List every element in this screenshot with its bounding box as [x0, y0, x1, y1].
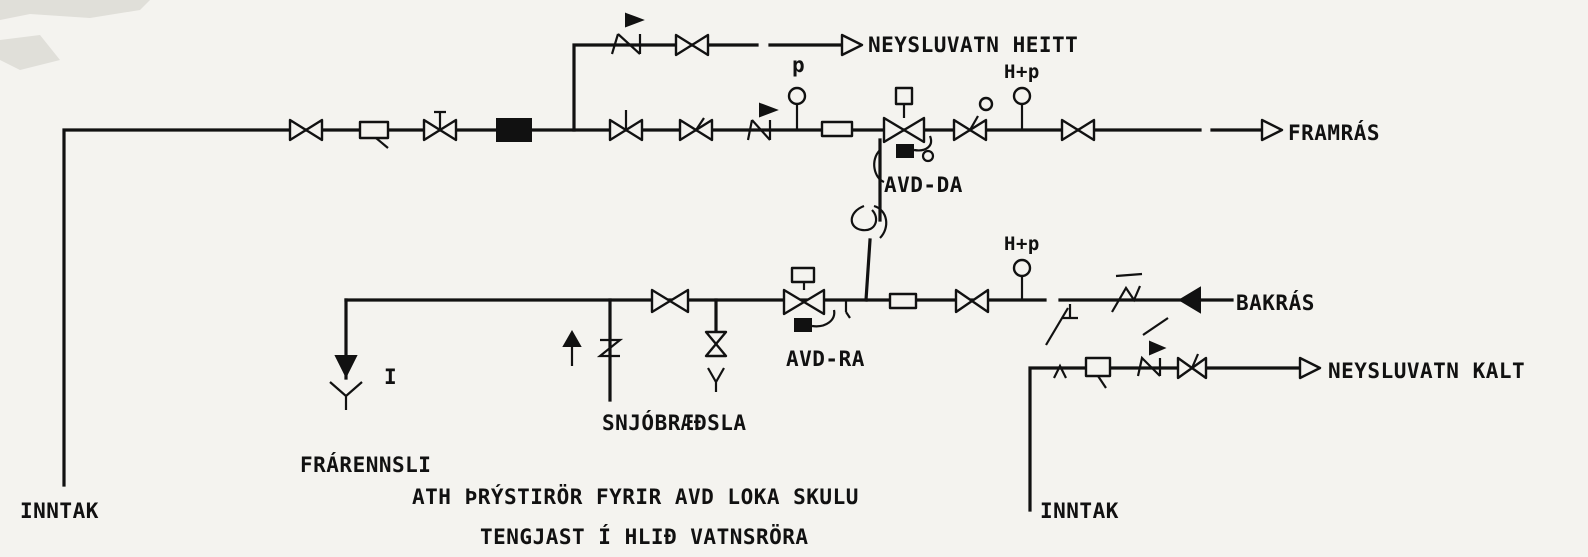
- gauge-p-label: p: [792, 53, 805, 77]
- return-check-valve: [1111, 272, 1143, 313]
- sensor-pocket-1: [820, 120, 854, 138]
- heat-meter: [496, 118, 532, 142]
- cold-water-pipe: [1028, 366, 1302, 512]
- supply-valve-2: [678, 117, 714, 142]
- pressure-gauge-p: [787, 86, 807, 130]
- pressure-gauge-hp-1: [1012, 86, 1032, 130]
- hot-water-valve: [674, 33, 710, 57]
- gauge-hp-2-label: H+p: [1004, 233, 1040, 255]
- cold-water-arrow: [1298, 356, 1322, 380]
- flow-arrow-line: [1142, 317, 1169, 336]
- return-arrow: [1178, 286, 1234, 314]
- hot-water-branch-pipe: [572, 43, 759, 132]
- cold-water-valve: [1176, 353, 1208, 380]
- crossing-line: [1045, 307, 1069, 346]
- impulse-tube: [850, 149, 888, 239]
- sensor-pocket-2: [888, 292, 918, 310]
- snowmelt-up-arrow: [562, 329, 582, 366]
- cold-water-check-valve: [1136, 340, 1167, 377]
- snowmelt-return-valve: [704, 330, 728, 392]
- intake-left-label: INNTAK: [20, 499, 99, 523]
- avd-da-label: AVD-DA: [884, 173, 963, 197]
- hot-water-label: NEYSLUVATN HEITT: [868, 33, 1078, 57]
- gauge-hp-1-label: H+p: [1004, 61, 1040, 83]
- return-label: BAKRÁS: [1236, 290, 1315, 315]
- supply-valve-1: [288, 118, 324, 142]
- note-line-1: ATH ÞRÝSTIRÖR FYRIR AVD LOKA SKULU: [412, 484, 859, 509]
- drain-funnel: [329, 355, 363, 410]
- pipes: [62, 43, 1302, 512]
- supply-valve-3: [952, 96, 994, 142]
- avd-ra-valve: [782, 266, 851, 332]
- snow-melt-label: SNJÓBRÆÐSLA: [602, 410, 747, 435]
- hot-water-check-valve: [610, 12, 645, 55]
- supply-valve-4: [1060, 118, 1096, 142]
- snowmelt-check-valve: [596, 338, 624, 358]
- pressure-gauge-hp-2: [1012, 258, 1032, 300]
- cold-water-strainer: [1084, 356, 1112, 389]
- tee-mark: [1062, 304, 1078, 320]
- return-valve-1: [650, 288, 690, 314]
- balancing-valve-1: [422, 110, 458, 142]
- hot-water-arrow: [840, 33, 864, 57]
- return-valve-2: [954, 288, 990, 314]
- scan-noise: [0, 0, 150, 70]
- cold-water-tee: [1053, 363, 1067, 379]
- check-valve-1: [746, 102, 779, 141]
- drain-label: FRÁRENNSLI: [300, 452, 431, 477]
- avd-da-valve: [882, 86, 935, 163]
- avd-link-pipe-lower: [864, 238, 872, 302]
- balancing-valve-2: [608, 110, 644, 142]
- supply-label: FRAMRÁS: [1288, 120, 1380, 145]
- note-line-2: TENGJAST Í HLIÐ VATNSRÖRA: [480, 524, 809, 549]
- cold-water-label: NEYSLUVATN KALT: [1328, 359, 1525, 383]
- avd-ra-label: AVD-RA: [786, 347, 865, 371]
- intake-right-label: INNTAK: [1040, 499, 1119, 523]
- drain-mark-label: I: [384, 365, 397, 389]
- strainer: [358, 120, 390, 149]
- supply-arrow: [1260, 118, 1284, 142]
